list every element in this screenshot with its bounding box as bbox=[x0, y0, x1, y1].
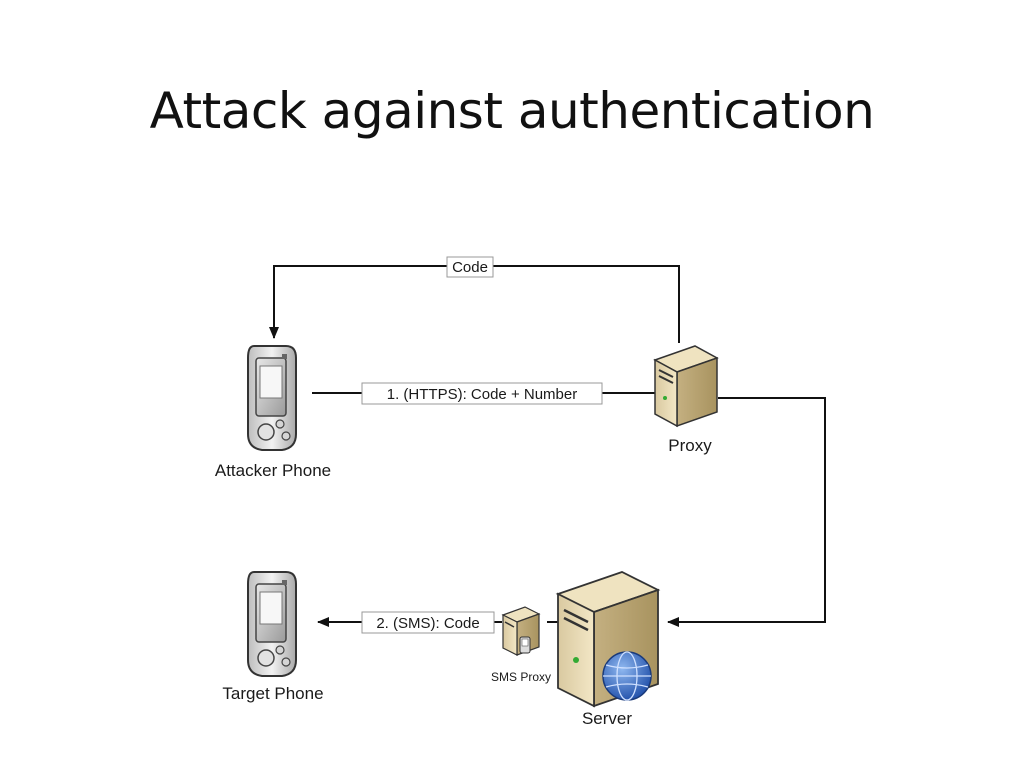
target-phone-label: Target Phone bbox=[222, 684, 323, 703]
target-phone-node: Target Phone bbox=[222, 571, 324, 703]
proxy-label: Proxy bbox=[668, 436, 712, 455]
server-label: Server bbox=[582, 709, 632, 728]
edge-code-return: Code bbox=[269, 256, 680, 343]
attacker-phone-node: Attacker Phone bbox=[215, 345, 331, 480]
sms-proxy-node: SMS Proxy bbox=[491, 606, 551, 684]
edge-label-sms: 2. (SMS): Code bbox=[376, 615, 479, 632]
proxy-node: Proxy bbox=[653, 345, 719, 455]
edge-label-https: 1. (HTTPS): Code + Number bbox=[387, 386, 577, 403]
globe-icon bbox=[602, 651, 652, 701]
slide-title: Attack against authentication bbox=[149, 82, 875, 140]
sms-proxy-label: SMS Proxy bbox=[491, 670, 551, 684]
phone-icon bbox=[247, 571, 297, 677]
edge-https: 1. (HTTPS): Code + Number bbox=[312, 382, 655, 405]
sms-server-icon bbox=[501, 606, 541, 656]
edge-label-code: Code bbox=[452, 259, 488, 276]
phone-icon bbox=[247, 345, 297, 451]
edge-sms: 2. (SMS): Code bbox=[317, 611, 558, 634]
server-node: Server bbox=[555, 571, 661, 728]
server-icon bbox=[653, 345, 719, 428]
edge-proxy-server bbox=[667, 397, 826, 627]
attacker-phone-label: Attacker Phone bbox=[215, 461, 331, 480]
